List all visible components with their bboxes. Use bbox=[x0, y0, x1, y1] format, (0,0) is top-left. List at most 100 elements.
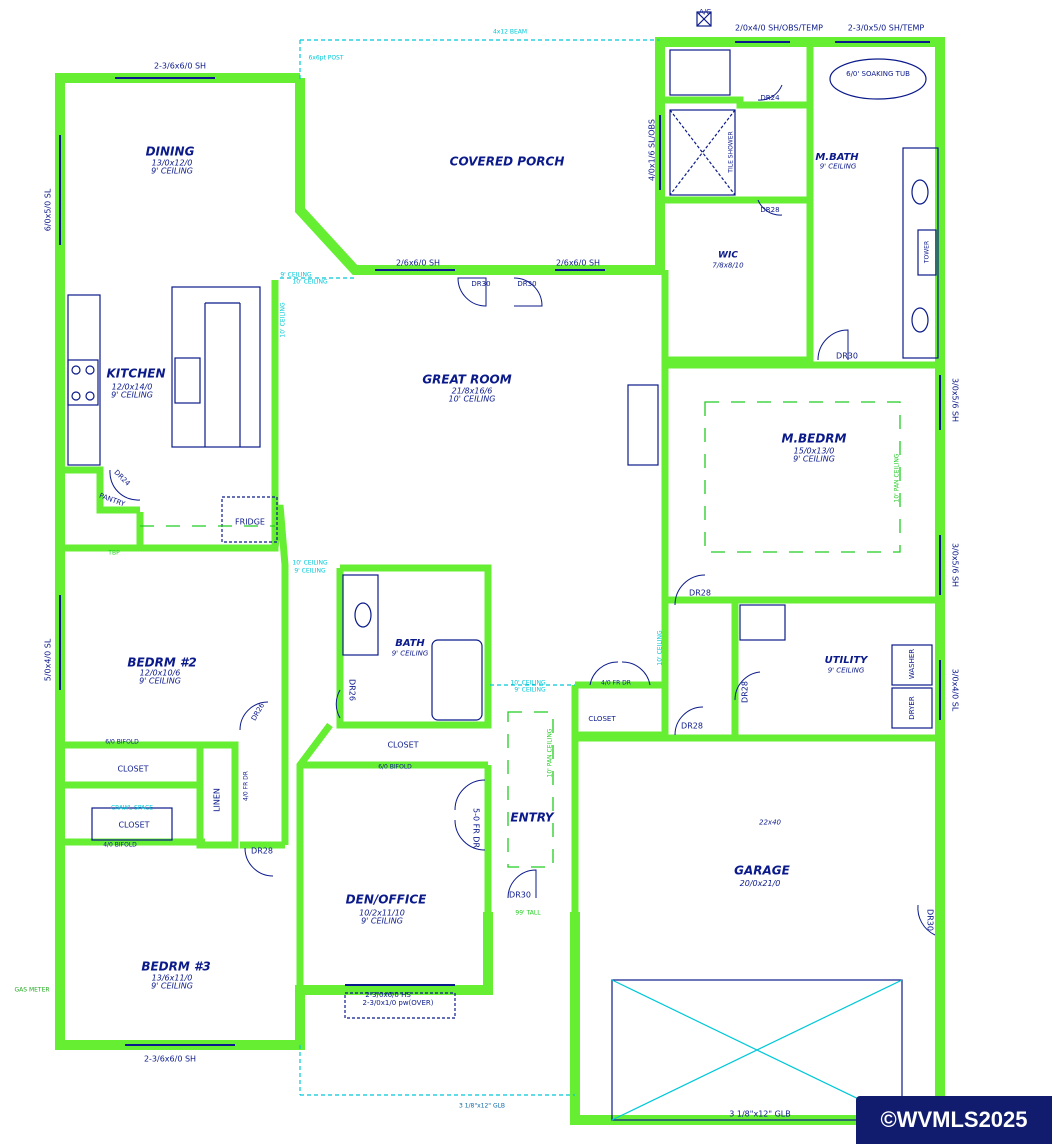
bifold-bd3: 4/0 BIFOLD bbox=[103, 841, 137, 849]
room-dining-name: DINING bbox=[145, 144, 195, 159]
fridge-label: FRIDGE bbox=[235, 517, 265, 527]
note-ceiling-10b: 10' CEILING bbox=[279, 302, 287, 338]
window-den-bottom-1: 2-3/0x6/0 HS bbox=[365, 991, 411, 999]
closet-bd2-label: CLOSET bbox=[117, 764, 149, 774]
door-dr30-mbed: DR30 bbox=[836, 351, 858, 361]
room-garage: GARAGE bbox=[734, 863, 790, 878]
washer-label: WASHER bbox=[908, 648, 916, 680]
note-ceiling-10a: 10' CEILING bbox=[292, 278, 328, 286]
room-mbath: M.BATH bbox=[815, 151, 859, 163]
windows bbox=[59, 41, 941, 1046]
window-mbath-side: 4/0x1/6 SL/OBS bbox=[647, 119, 657, 181]
dims-text: 12/0x14/0 bbox=[111, 382, 153, 392]
room-utility: UTILITY bbox=[824, 654, 868, 666]
ceiling-text: 10' CEILING bbox=[448, 395, 496, 404]
window-den-bottom-2: 2-3/0x1/0 pw(OVER) bbox=[362, 999, 434, 1007]
porch-top-beam-label: 4x12 BEAM bbox=[492, 28, 528, 36]
note-pan-ceiling-mbed: 10' PAN CEILING bbox=[893, 453, 901, 503]
dims-text: 10/2x11/10 bbox=[359, 908, 405, 918]
ceiling-text: 9' CEILING bbox=[793, 455, 835, 464]
garage-beam-label: 3 1/8"x12" GLB bbox=[729, 1109, 791, 1119]
door-dr28-hall: DR28 bbox=[681, 721, 703, 731]
ac-label: A/C bbox=[698, 8, 712, 16]
garage-note: 22x40 bbox=[759, 818, 781, 827]
window-bd3-bottom: 2-3/6x6/0 SH bbox=[143, 1054, 197, 1064]
dims-text: 13/6x11/0 bbox=[151, 973, 193, 983]
soaking-tub-label: 6/0' SOAKING TUB bbox=[846, 70, 910, 78]
room-bath-ceiling: 9' CEILING bbox=[391, 649, 429, 658]
ceiling-text: 9' CEILING bbox=[151, 167, 193, 176]
note-ceiling-9a: 9' CEILING bbox=[280, 271, 312, 279]
window-bd2-left: 5/0x4/0 SL bbox=[43, 638, 53, 682]
room-bedrm2: BEDRM #2 bbox=[127, 655, 197, 670]
note-pan-ceiling-entry: 10' PAN CEILING bbox=[546, 728, 554, 778]
door-dr30-garage: DR30 bbox=[925, 909, 935, 931]
crawl-space-label: CRAWL SPACE bbox=[110, 804, 154, 812]
bifold-den: 6/0 BIFOLD bbox=[378, 763, 412, 771]
note-tbp: TBP bbox=[108, 549, 120, 557]
door-dr24-mbath: DR24 bbox=[760, 94, 780, 102]
note-ceiling-10c: 10' CEILING bbox=[292, 559, 328, 567]
window-porch-left: 2/6x6/0 SH bbox=[395, 258, 441, 268]
room-wic: WIC bbox=[718, 250, 738, 261]
note-ceiling-10d: 10' CEILING bbox=[510, 679, 546, 687]
room-dining: DINING bbox=[145, 144, 195, 159]
dims-text: 12/0x10/6 bbox=[139, 668, 181, 678]
ceiling-text: 9' CEILING bbox=[361, 917, 403, 926]
room-bedrm3: BEDRM #3 bbox=[141, 959, 211, 974]
tower-label: TOWER bbox=[923, 240, 931, 264]
interior-walls bbox=[60, 45, 940, 990]
window-dining-left: 6/0x5/0 SL bbox=[43, 188, 53, 232]
room-mbedrm: M.BEDRM bbox=[781, 431, 847, 446]
note-ceiling-10e: 10' CEILING bbox=[656, 630, 664, 666]
bifold-bd2: 6/0 BIFOLD bbox=[105, 738, 139, 746]
room-great-room: GREAT ROOM bbox=[422, 372, 512, 387]
note-post: 6x6pt POST bbox=[308, 54, 344, 62]
window-mbath-top-right: 2-3/0x5/0 SH/TEMP bbox=[847, 23, 925, 33]
room-bath: BATH bbox=[395, 637, 425, 649]
closet-entry-label: CLOSET bbox=[588, 715, 616, 723]
door-dr28-wic: DR28 bbox=[760, 206, 780, 214]
dims-text: 15/0x13/0 bbox=[793, 446, 835, 456]
ceiling-text: 9' CEILING bbox=[151, 982, 193, 991]
closet-bd3-label: CLOSET bbox=[118, 820, 150, 830]
window-mbath-top-left: 2/0x4/0 SH/OBS/TEMP bbox=[735, 23, 823, 33]
window-mbed-right-top: 3/0x5/6 SH bbox=[950, 377, 960, 423]
window-utility-right: 3/0x4/0 SL bbox=[950, 668, 960, 712]
tile-shower-label: TILE SHOWER bbox=[727, 131, 735, 173]
door-dr30-porch-b: DR30 bbox=[517, 280, 537, 288]
linen-label: LINEN bbox=[212, 788, 222, 812]
window-mbed-right-bottom: 3/0x5/6 SH bbox=[950, 542, 960, 588]
linework bbox=[67, 11, 939, 1121]
porch-outline bbox=[280, 39, 660, 1096]
note-tall: 99' TALL bbox=[515, 909, 541, 917]
ceiling-text: 9' CEILING bbox=[139, 677, 181, 686]
door-den-fr: 5-0 FR DR bbox=[471, 807, 481, 849]
door-dr30-porch-a: DR30 bbox=[471, 280, 491, 288]
door-dr28-utility: DR28 bbox=[740, 681, 750, 703]
porch-beam-label: 3 1/8"x12" GLB bbox=[458, 1102, 506, 1110]
dryer-label: DRYER bbox=[908, 696, 916, 720]
door-linen: 4/0 FR DR bbox=[242, 771, 250, 801]
door-swings bbox=[109, 84, 936, 936]
room-entry: ENTRY bbox=[510, 810, 554, 825]
room-kitchen: KITCHEN bbox=[106, 366, 166, 381]
pan-ceilings bbox=[140, 401, 901, 868]
room-den-office: DEN/OFFICE bbox=[345, 892, 427, 907]
closet-den-label: CLOSET bbox=[387, 740, 419, 750]
note-ceiling-9c: 9' CEILING bbox=[294, 567, 326, 575]
note-ceiling-9d: 9' CEILING bbox=[514, 686, 546, 694]
gas-meter-label: GAS METER bbox=[14, 986, 50, 994]
room-garage-dims: 20/0x21/0 bbox=[739, 878, 781, 888]
watermark: ©WVMLS2025 bbox=[856, 1096, 1052, 1144]
door-dr30-entry: DR30 bbox=[509, 890, 531, 900]
window-dining-top: 2-3/6x6/0 SH bbox=[153, 61, 207, 71]
door-dr28-bd3: DR28 bbox=[251, 846, 273, 856]
dims-text: 21/8x16/6 bbox=[451, 386, 493, 396]
